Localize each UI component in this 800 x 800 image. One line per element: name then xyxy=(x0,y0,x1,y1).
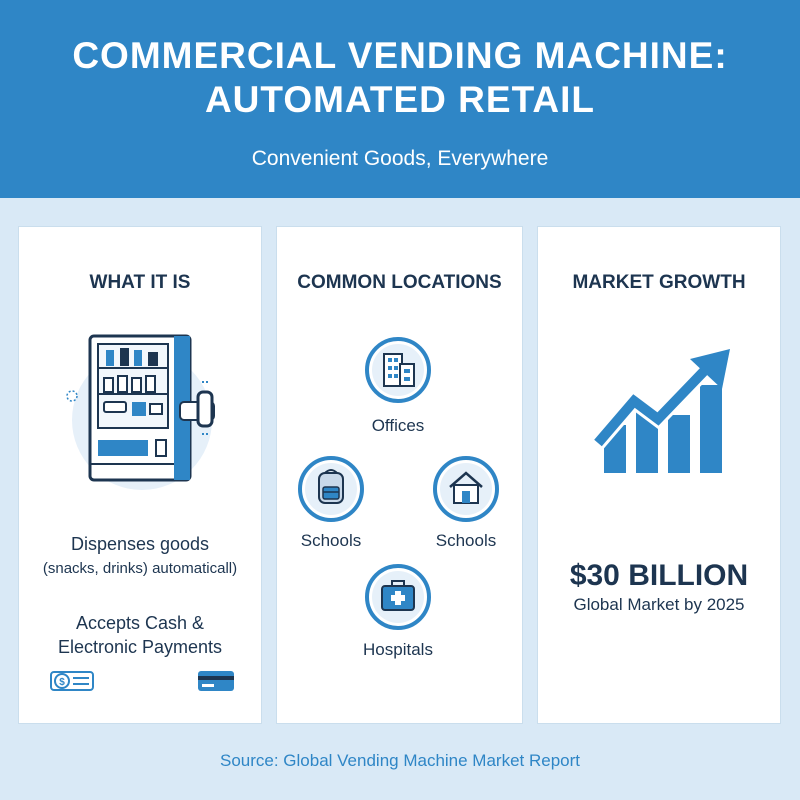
growth-chart-icon xyxy=(591,349,730,473)
common-locations-heading: COMMON LOCATIONS xyxy=(297,272,502,293)
backpack-icon xyxy=(298,456,364,522)
payment-text-2: Electronic Payments xyxy=(57,637,223,657)
dispenses-text: Dispenses goods xyxy=(70,534,210,554)
location-label-offices: Offices xyxy=(371,416,425,435)
market-value: $30 BILLION xyxy=(569,559,749,592)
market-growth-panel xyxy=(538,227,780,723)
page-title: COMMERCIAL VENDING MACHINE: AUTOMATED RE… xyxy=(0,34,800,122)
building-icon xyxy=(365,337,431,403)
svg-text:$: $ xyxy=(59,677,65,688)
location-label-hospitals: Hospitals xyxy=(363,640,433,659)
location-label-schools-1: Schools xyxy=(300,531,362,550)
medical-kit-icon xyxy=(365,564,431,630)
dispenses-detail-text: (snacks, drinks) automaticall) xyxy=(42,560,238,577)
what-it-is-heading: WHAT IT IS xyxy=(89,272,191,293)
vending-machine-icon xyxy=(66,334,215,490)
market-caption: Global Market by 2025 xyxy=(573,595,745,614)
title-line-1: COMMERCIAL VENDING MACHINE: xyxy=(72,35,728,76)
market-growth-heading: MARKET GROWTH xyxy=(572,272,746,293)
school-icon xyxy=(433,456,499,522)
payment-text-1: Accepts Cash & xyxy=(75,613,205,633)
header-banner: COMMERCIAL VENDING MACHINE: AUTOMATED RE… xyxy=(0,0,800,198)
card-icon xyxy=(198,671,234,691)
source-note: Source: Global Vending Machine Market Re… xyxy=(219,751,581,770)
location-label-schools-2: Schools xyxy=(435,531,497,550)
page-subtitle: Convenient Goods, Everywhere xyxy=(251,147,549,170)
cash-icon: $ xyxy=(50,671,94,691)
title-line-2: AUTOMATED RETAIL xyxy=(204,79,596,120)
